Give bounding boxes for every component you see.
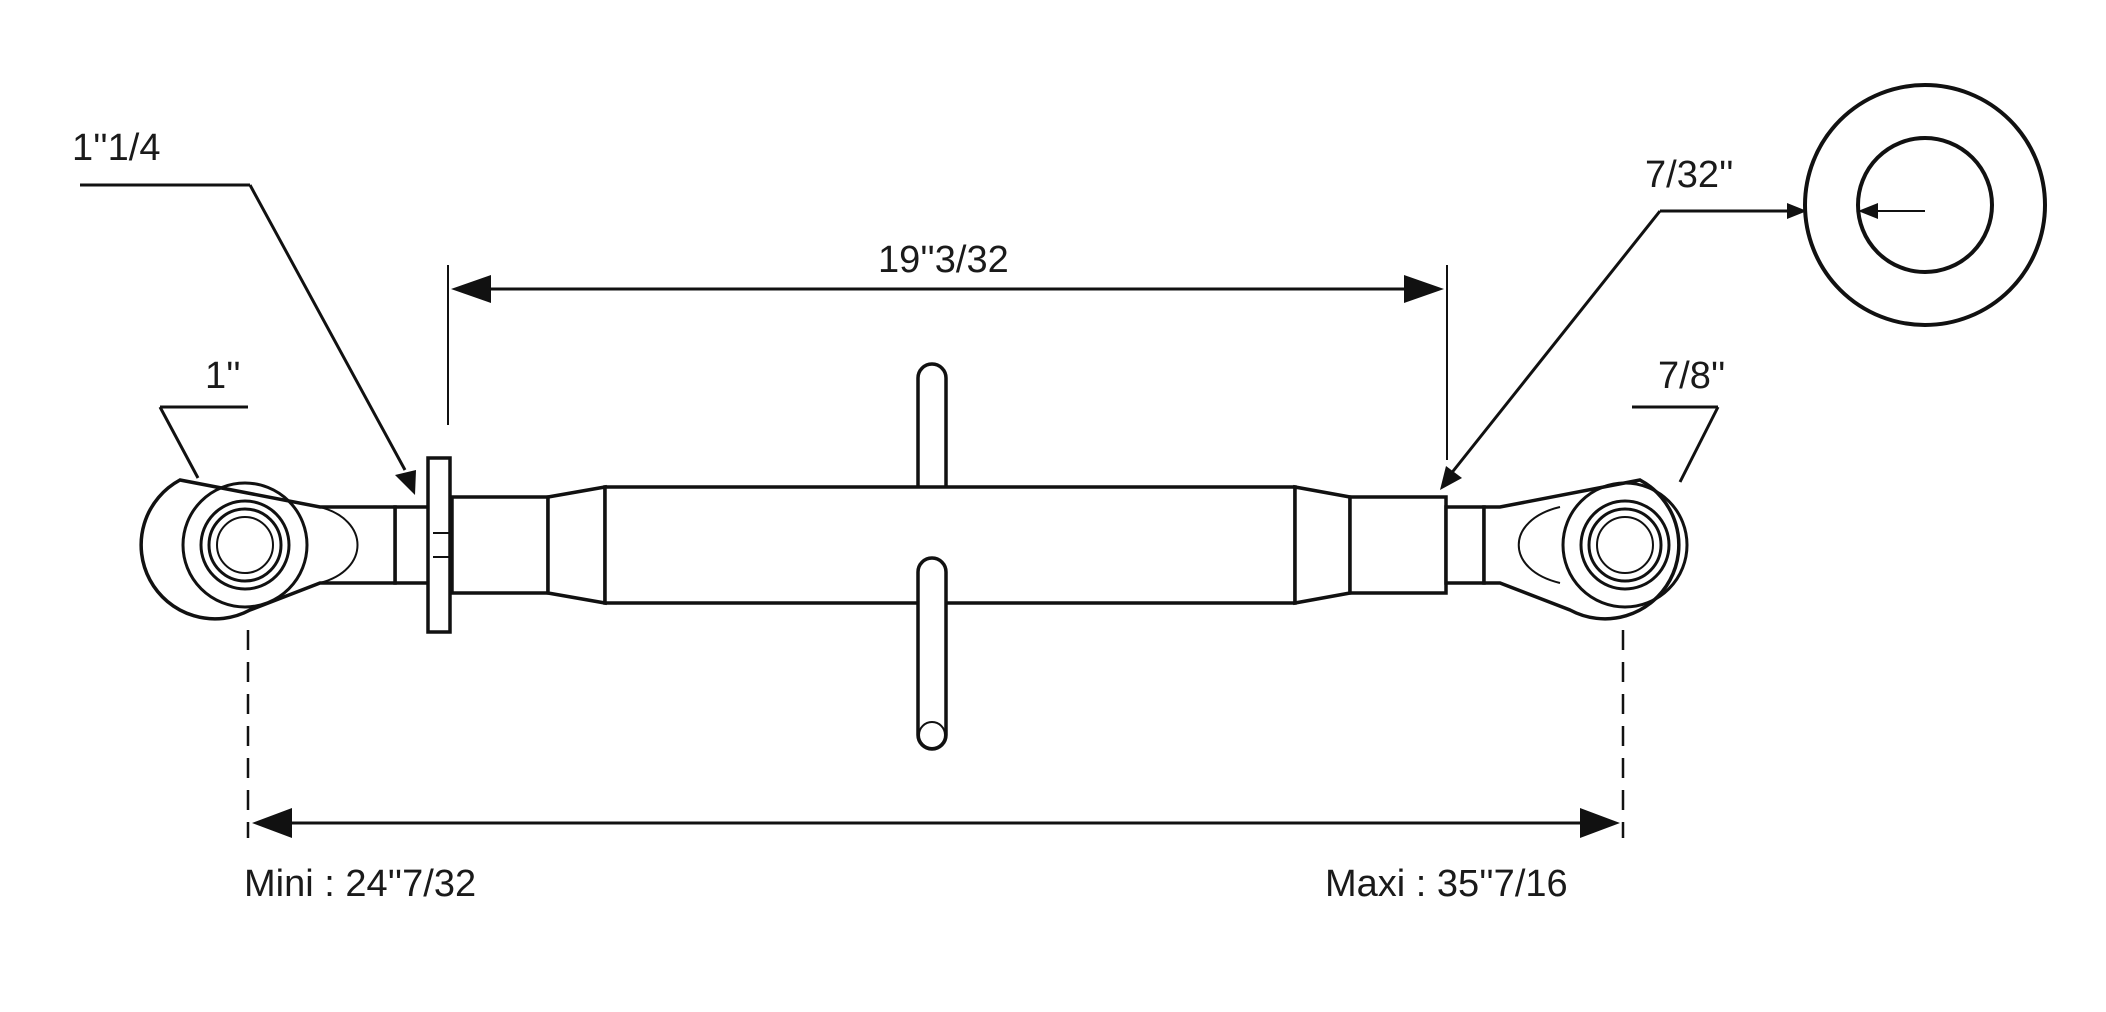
label-thread-length: 19''3/32: [878, 239, 1009, 281]
dim-overall-length: Mini : 24''7/32 Maxi : 35''7/16: [244, 630, 1625, 905]
dim-ball-left: 1'': [158, 355, 248, 479]
label-ball-left: 1'': [205, 355, 241, 397]
dim-pin-diameter-left: 1''1/4: [72, 127, 416, 495]
right-ball-end: [1482, 478, 1689, 621]
label-pin-diameter-left: 1''1/4: [72, 127, 160, 169]
dim-thread-length: 19''3/32: [447, 239, 1448, 460]
dim-ball-right: 7/8'': [1632, 355, 1725, 483]
label-pin-hole: 7/32'': [1645, 154, 1733, 196]
label-length-max: Maxi : 35''7/16: [1325, 863, 1568, 905]
left-ball-end: [139, 478, 397, 621]
barrel-body: [450, 484, 1486, 606]
left-lock-nut: [393, 456, 452, 634]
label-ball-right: 7/8'': [1658, 355, 1725, 397]
pin-detail: [1803, 83, 2047, 327]
handle-bottom: [916, 556, 948, 751]
label-length-min: Mini : 24''7/32: [244, 863, 476, 905]
handle-top: [916, 362, 948, 490]
dim-pin-hole: 7/32'': [1440, 154, 1807, 490]
